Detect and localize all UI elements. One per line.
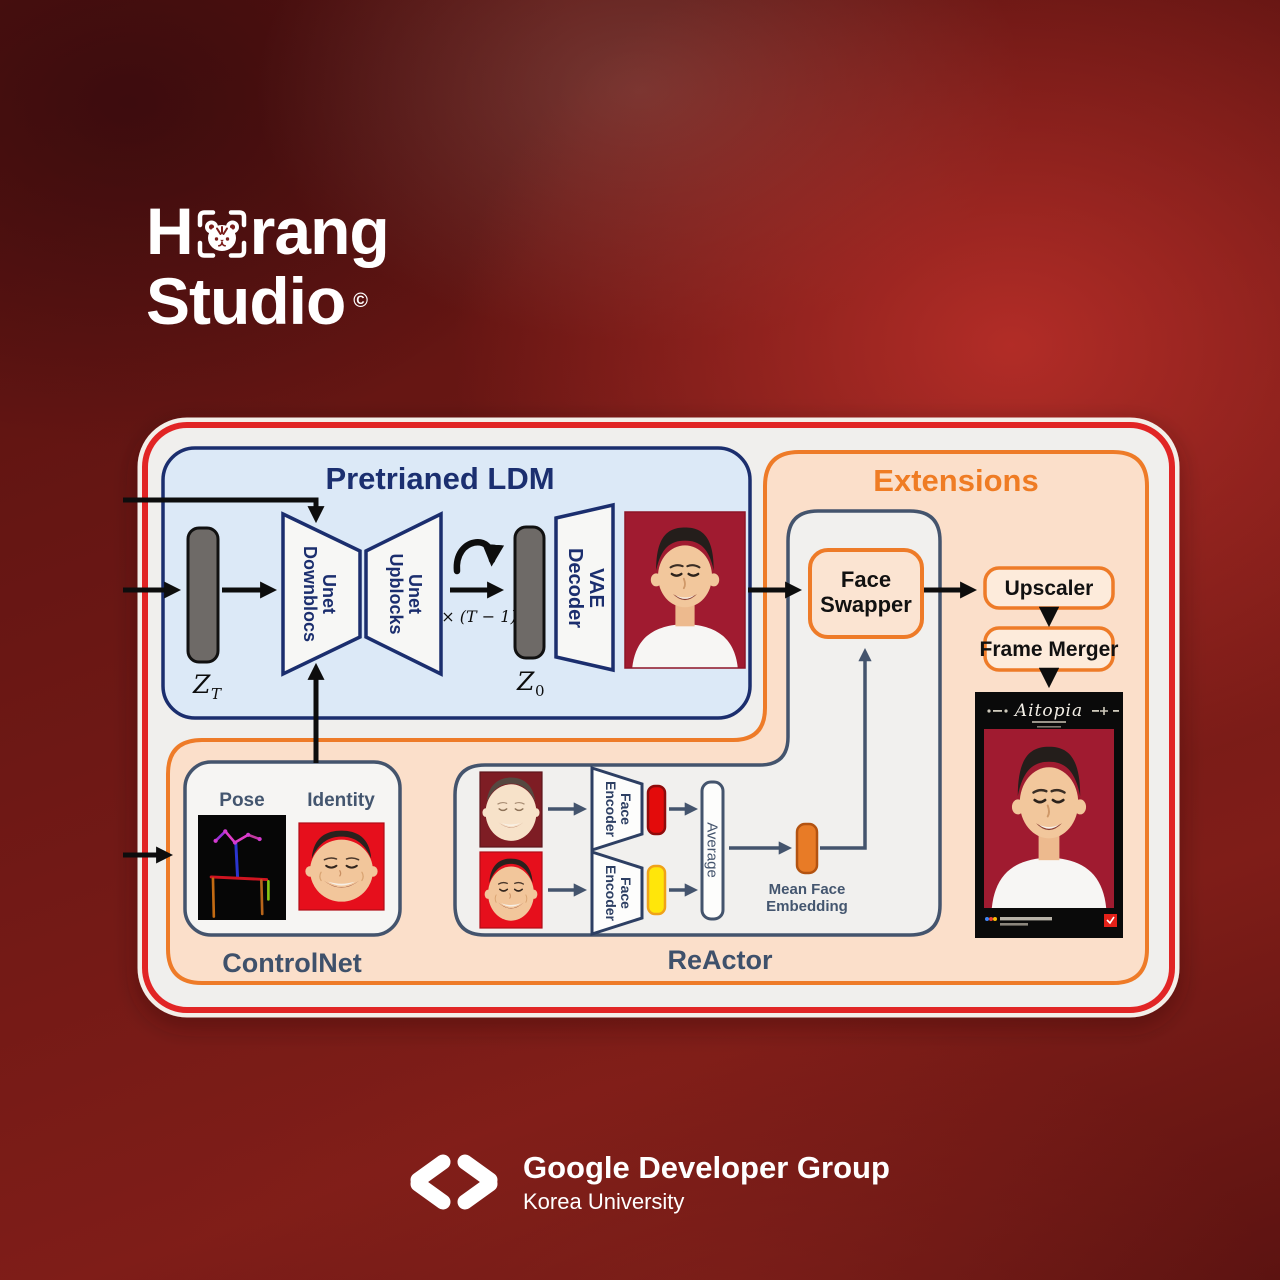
gdg-org-name: Google Developer Group (523, 1150, 890, 1185)
zt-label: Z (192, 670, 211, 699)
zt-label-sub: T (211, 685, 222, 703)
face-encoder-top-label: Face Encoder (603, 781, 634, 838)
controlnet-label: ControlNet (222, 948, 361, 978)
svg-text:Unet: Unet (319, 574, 339, 614)
face-swapper-box (808, 548, 924, 639)
embedding-bar-yellow (646, 864, 667, 916)
gdg-chevrons-icon (410, 1154, 498, 1209)
flow-arrows-black (123, 497, 1060, 864)
svg-text:Upblocks: Upblocks (386, 553, 406, 634)
ldm-title: Pretrianed LDM (325, 461, 554, 496)
mean-face-embedding-bar (795, 822, 819, 875)
source-face-image-bottom (479, 851, 543, 929)
unet-upblocks-label: Unet Upblocks (386, 553, 425, 634)
generated-frame-image (624, 511, 746, 669)
face-swapper-label-2: Swapper (820, 592, 912, 617)
source-face-image-top (479, 771, 543, 848)
mean-to-swapper-arrow (820, 648, 872, 850)
vae-decoder (554, 502, 615, 673)
embedding-bar-red (646, 784, 667, 836)
svg-text:VAE: VAE (585, 568, 607, 608)
identity-label: Identity (307, 790, 375, 811)
latent-z0-bar (513, 525, 546, 660)
logo-line-2: Studio© (146, 264, 368, 338)
logo-line-1: H (146, 194, 390, 268)
gdg-text-block: Google Developer Group Korea University (523, 1150, 890, 1215)
unet-downblocks (281, 511, 362, 677)
latent-zt-bar (186, 526, 220, 664)
upscaler-label: Upscaler (1005, 577, 1094, 600)
pose-image (198, 815, 286, 920)
vae-decoder-label: VAE Decoder (564, 548, 607, 628)
svg-text:Decoder: Decoder (564, 548, 586, 628)
tiger-head (204, 220, 239, 251)
flow-arrows-slate (548, 648, 872, 897)
mean-face-label-1: Mean Face (769, 881, 846, 898)
svg-text:Encoder: Encoder (603, 865, 619, 922)
input-top-line (123, 497, 325, 524)
unet-downblocks-label: Unet Downblocs (300, 546, 339, 642)
svg-text:Unet: Unet (405, 574, 425, 614)
svg-text:Downblocs: Downblocs (300, 546, 320, 642)
reactor-label: ReActor (667, 945, 773, 975)
poster-credit-row (985, 914, 1117, 927)
frame-merger-label: Frame Merger (980, 638, 1119, 661)
gdg-sub-name: Korea University (523, 1189, 685, 1214)
mean-face-label-2: Embedding (766, 898, 848, 915)
face-encoder-bottom-label: Face Encoder (603, 865, 634, 922)
identity-image (298, 822, 385, 911)
pose-label: Pose (219, 790, 264, 811)
denoise-loop-arrow (453, 539, 505, 575)
gdg-footer: Google Developer Group Korea University (403, 1150, 890, 1215)
svg-text:Encoder: Encoder (603, 781, 619, 838)
hurang-studio-logo: H (146, 194, 390, 338)
z0-label-sub: 0 (535, 682, 545, 700)
output-poster: Aitopia (975, 692, 1123, 938)
logo-word1-pre: H (146, 194, 194, 268)
extensions-title: Extensions (873, 463, 1038, 498)
poster-title: Aitopia (1013, 701, 1083, 721)
average-label: Average (704, 822, 721, 878)
face-swapper-label-1: Face (841, 567, 891, 592)
face-encoder-top (590, 765, 644, 853)
svg-text:Face: Face (618, 793, 634, 825)
average-box (700, 780, 725, 921)
z0-label: Z (516, 667, 535, 696)
tiger-face-icon (196, 202, 248, 258)
svg-text:Face: Face (618, 877, 634, 909)
logo-word2: Studio (146, 264, 346, 338)
logo-word1-post: rang (249, 194, 390, 268)
unet-upblocks (364, 511, 443, 677)
loop-count-label: × (T − 1) (441, 607, 516, 626)
face-encoder-bottom (590, 849, 644, 937)
